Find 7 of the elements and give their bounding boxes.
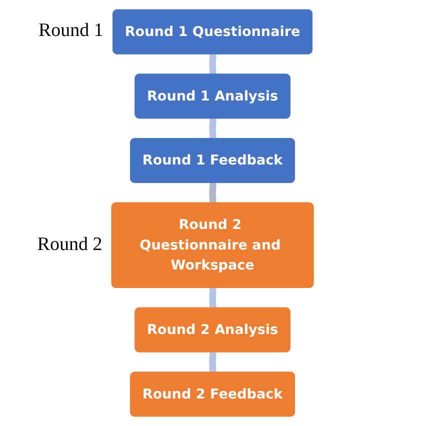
connector	[210, 288, 217, 308]
connector	[210, 182, 217, 204]
column-heading: Round 1	[38, 21, 104, 42]
connector	[210, 352, 217, 373]
connector	[210, 118, 217, 140]
column-heading: Round 2	[37, 234, 102, 256]
connector	[210, 54, 217, 75]
